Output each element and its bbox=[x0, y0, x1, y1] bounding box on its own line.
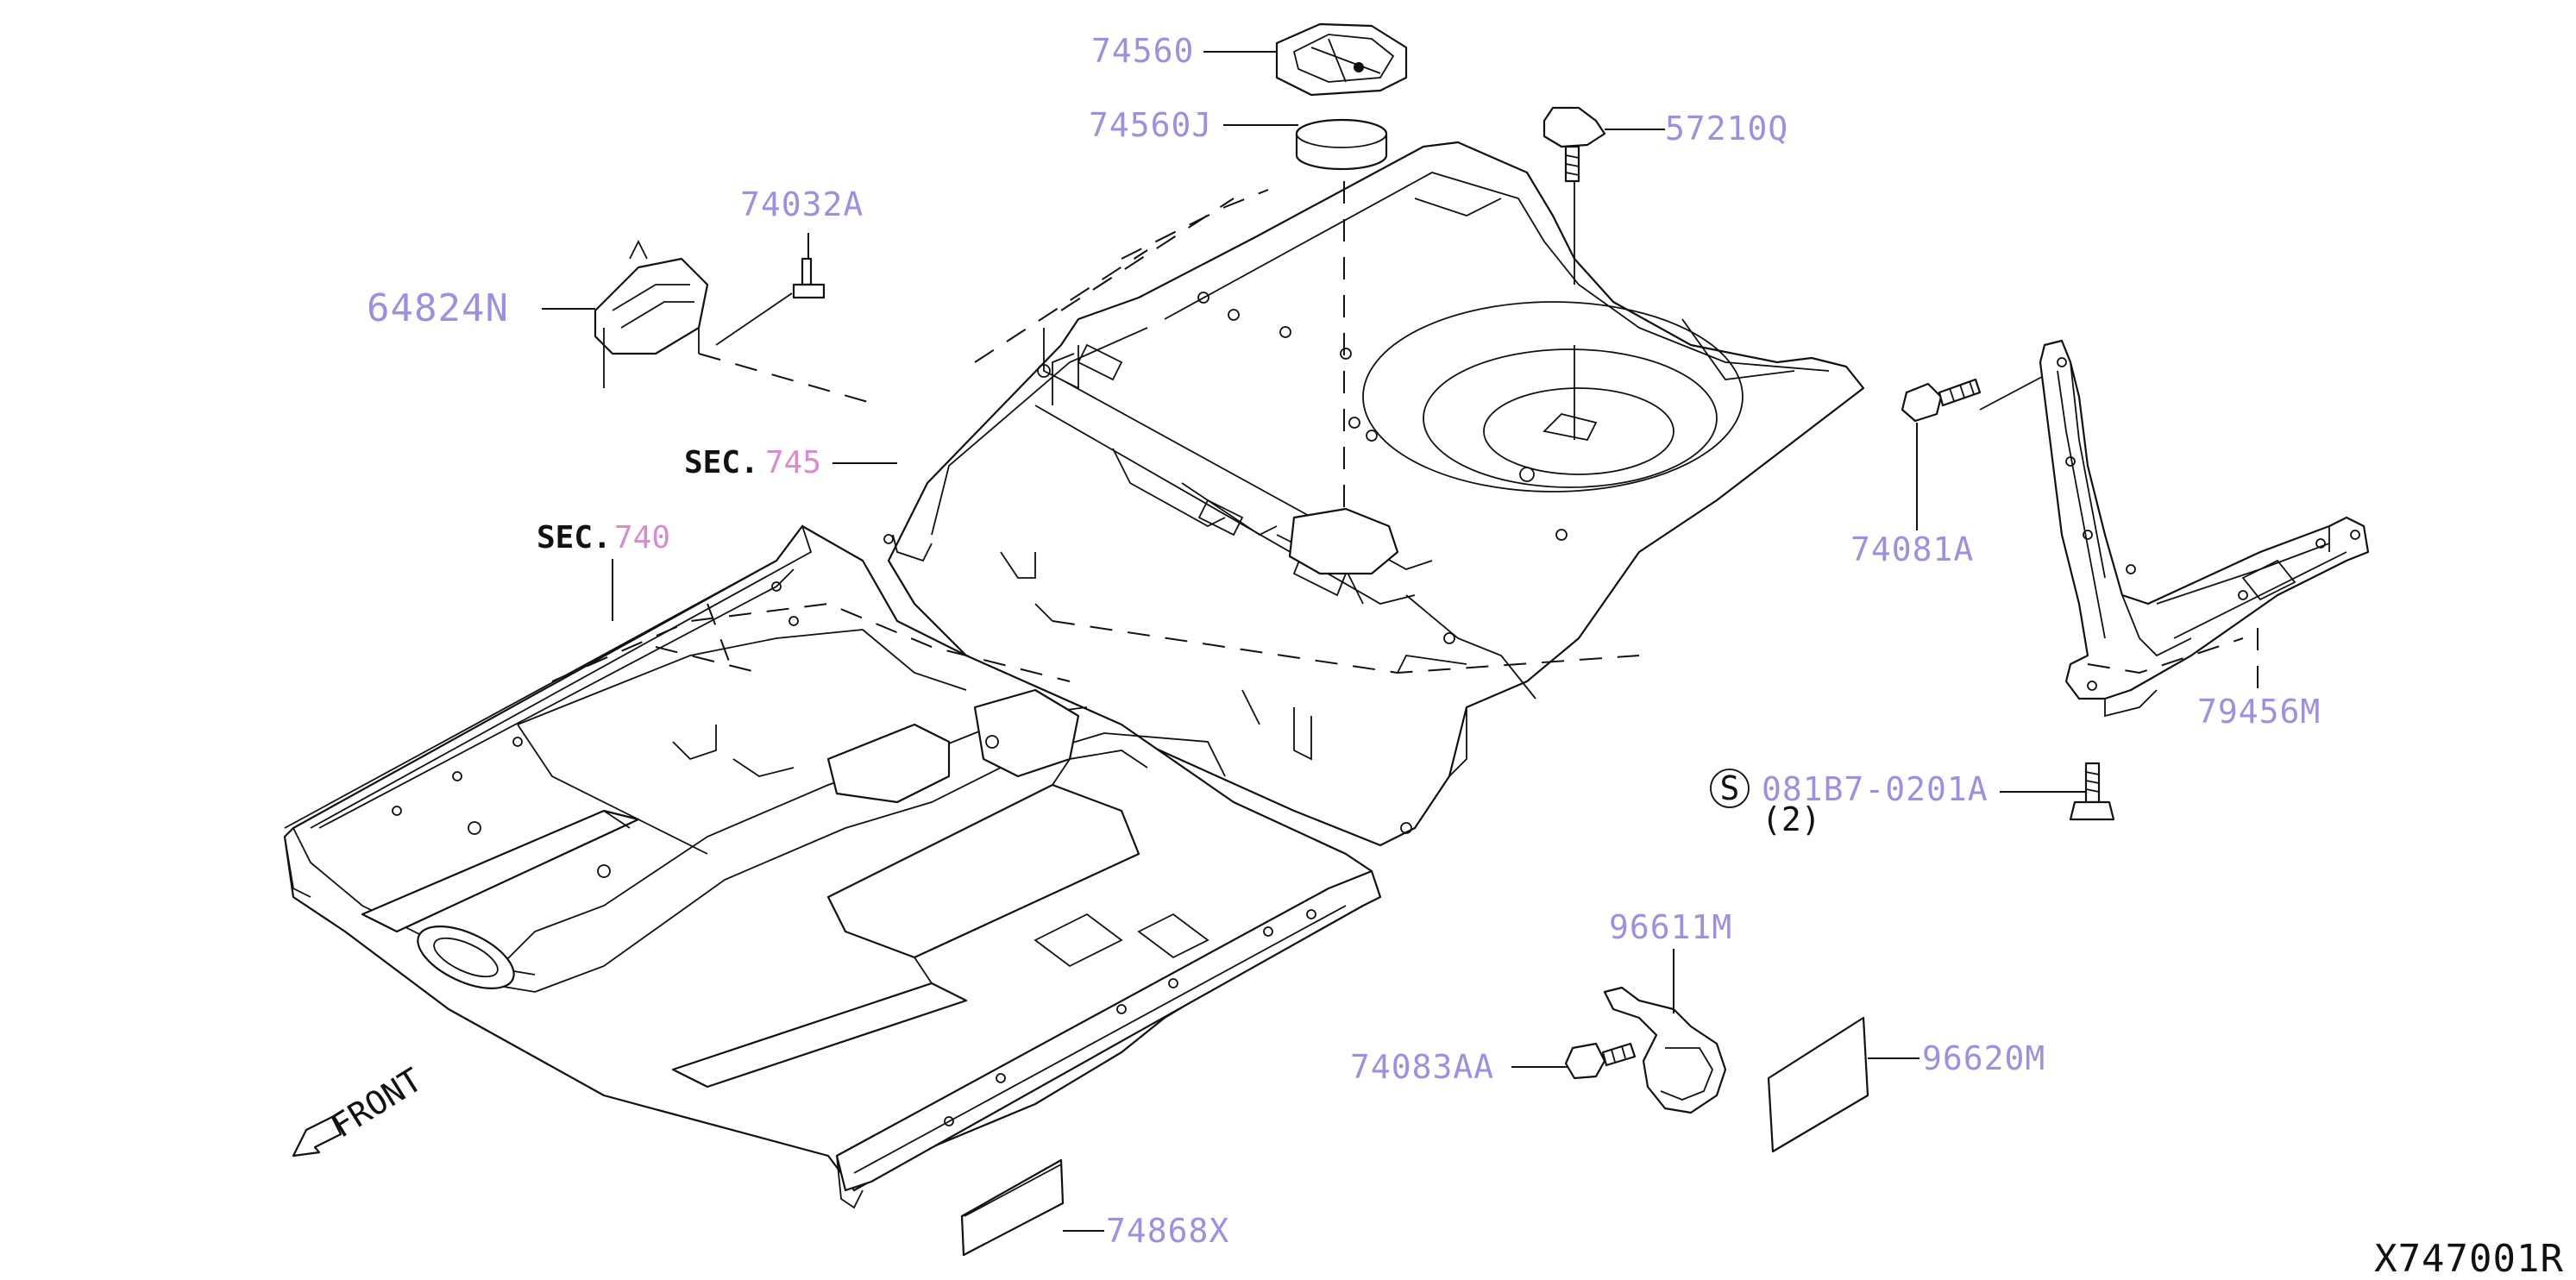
label-74560J: 74560J bbox=[1089, 106, 1212, 144]
label-74081A: 74081A bbox=[1850, 530, 1974, 568]
diagram-reference: X747001R bbox=[2374, 1237, 2564, 1280]
part-74868X-pad bbox=[960, 1158, 1065, 1257]
label-74868X: 74868X bbox=[1106, 1212, 1229, 1250]
front-floor-panel bbox=[283, 524, 1382, 1209]
s-symbol-circle bbox=[1710, 769, 1750, 808]
label-qty-2: (2) bbox=[1762, 800, 1821, 838]
front-label: FRONT bbox=[324, 1061, 428, 1145]
part-74081A-bolt bbox=[1901, 378, 1982, 423]
label-57210Q: 57210Q bbox=[1665, 110, 1788, 147]
part-74560J-ring bbox=[1295, 118, 1388, 171]
part-74560-cap bbox=[1275, 22, 1408, 97]
label-081B7-0201A: 081B7-0201A bbox=[1762, 770, 1989, 808]
label-74083AA: 74083AA bbox=[1350, 1048, 1494, 1086]
part-96611M-clamp bbox=[1603, 986, 1727, 1114]
label-74032A: 74032A bbox=[740, 185, 864, 223]
part-74032A-bolt bbox=[792, 257, 826, 299]
rear-floor-panel bbox=[883, 141, 1865, 847]
sec-745-number: 745 bbox=[765, 445, 821, 480]
part-64824N-bracket bbox=[594, 239, 709, 388]
label-79456M: 79456M bbox=[2197, 693, 2321, 731]
s-symbol: S bbox=[1720, 769, 1740, 807]
part-74083AA-bolt bbox=[1564, 1042, 1637, 1080]
front-arrow-icon bbox=[292, 1115, 342, 1158]
part-79456M-bracket bbox=[2039, 339, 2370, 718]
sec-745-prefix: SEC. bbox=[684, 445, 759, 480]
part-57210Q-knob bbox=[1542, 106, 1606, 183]
label-74560: 74560 bbox=[1091, 32, 1194, 70]
sec-740-number: 740 bbox=[614, 520, 670, 555]
label-64824N: 64824N bbox=[367, 286, 509, 330]
label-96620M: 96620M bbox=[1922, 1039, 2045, 1077]
label-96611M: 96611M bbox=[1609, 908, 1732, 946]
sec-740-prefix: SEC. bbox=[537, 520, 612, 555]
part-081B7-bolt bbox=[2069, 762, 2115, 821]
part-96620M-pad bbox=[1767, 1016, 1869, 1153]
